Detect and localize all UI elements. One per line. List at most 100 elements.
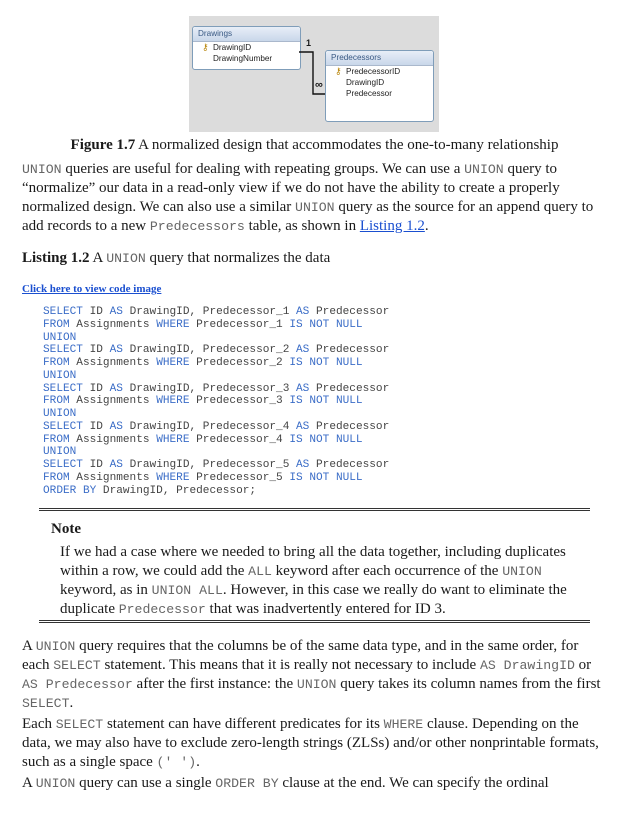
code-text: ID bbox=[82, 306, 110, 318]
primary-key-icon: ⚷ bbox=[335, 66, 342, 76]
table-field: DrawingID bbox=[326, 77, 433, 88]
code-keyword: SELECT bbox=[43, 382, 83, 395]
inline-code: UNION ALL bbox=[151, 583, 223, 598]
caption-text: A normalized design that accommodates th… bbox=[135, 137, 559, 153]
text: A bbox=[22, 638, 36, 654]
note-title: Note bbox=[51, 521, 81, 537]
code-text: ID bbox=[82, 420, 110, 433]
field-label: DrawingID bbox=[346, 78, 385, 87]
text: keyword after each occurrence of the bbox=[271, 563, 503, 579]
table-field: ⚷DrawingID bbox=[193, 42, 300, 53]
code-keyword: FROM bbox=[43, 357, 70, 369]
code-line: UNION bbox=[43, 332, 389, 345]
code-line: SELECT ID AS DrawingID, Predecessor_2 AS… bbox=[43, 344, 389, 357]
view-code-image-link[interactable]: Click here to view code image bbox=[22, 283, 162, 295]
inline-code: UNION bbox=[295, 200, 335, 215]
text: query can use a single bbox=[75, 775, 216, 791]
inline-code: UNION bbox=[35, 776, 76, 791]
inline-code: UNION bbox=[35, 639, 76, 654]
code-keyword: IS NOT NULL bbox=[289, 318, 363, 331]
code-keyword: FROM bbox=[43, 395, 70, 408]
code-keyword: FROM bbox=[43, 471, 70, 484]
code-keyword: WHERE bbox=[156, 395, 190, 408]
code-text: Predecessor bbox=[309, 306, 390, 318]
text: If we had a case where we needed to brin… bbox=[60, 544, 566, 579]
code-keyword: AS bbox=[296, 382, 310, 395]
code-keyword: AS bbox=[109, 306, 123, 318]
listing-heading: Listing 1.2 A UNION query that normalize… bbox=[22, 250, 330, 267]
text: keyword, as in bbox=[60, 582, 152, 598]
text: statement can have different predicates … bbox=[103, 716, 384, 732]
code-keyword: SELECT bbox=[43, 344, 83, 357]
code-line: FROM Assignments WHERE Predecessor_5 IS … bbox=[43, 472, 389, 485]
code-text: Predecessor bbox=[309, 382, 390, 395]
table-field: ⚷ PredecessorID bbox=[326, 66, 433, 77]
text: clause at the end. We can specify the or… bbox=[278, 775, 549, 791]
code-text: Predecessor_2 bbox=[189, 357, 290, 369]
code-text: DrawingID, Predecessor_5 bbox=[122, 459, 297, 471]
code-text: Predecessor_4 bbox=[189, 433, 290, 446]
inline-code: (' ') bbox=[156, 755, 197, 770]
text: A bbox=[22, 775, 36, 791]
paragraph-select-predicates: Each SELECT statement can have different… bbox=[22, 715, 607, 772]
text: that was inadvertently entered for ID 3. bbox=[205, 601, 446, 617]
code-text: DrawingID, Predecessor_2 bbox=[122, 344, 297, 357]
table-field: Predecessor bbox=[326, 88, 433, 99]
text: query to “normalize” our data in a read-… bbox=[22, 161, 560, 215]
inline-code: AS Predecessor bbox=[22, 677, 133, 692]
code-text: DrawingID, Predecessor_1 bbox=[122, 306, 297, 318]
code-keyword: AS bbox=[296, 420, 310, 433]
table-title: Drawings bbox=[193, 27, 300, 42]
code-keyword: UNION bbox=[43, 331, 77, 344]
code-text: Assignments bbox=[69, 395, 157, 408]
caption-label: Figure 1.7 bbox=[70, 137, 136, 153]
text: Each bbox=[22, 716, 56, 732]
inline-code: UNION bbox=[22, 162, 62, 177]
code-keyword: WHERE bbox=[156, 433, 190, 446]
code-keyword: IS NOT NULL bbox=[289, 357, 363, 369]
inline-code: Predecessor bbox=[118, 602, 206, 617]
code-keyword: UNION bbox=[43, 446, 77, 459]
field-label: PredecessorID bbox=[346, 67, 401, 76]
code-text: Predecessor bbox=[309, 420, 390, 433]
code-text: DrawingID, Predecessor_3 bbox=[122, 382, 297, 395]
text: or bbox=[574, 657, 592, 673]
inline-code: UNION bbox=[296, 677, 337, 692]
code-keyword: IS NOT NULL bbox=[289, 433, 363, 446]
code-keyword: SELECT bbox=[43, 459, 83, 471]
code-keyword: AS bbox=[109, 344, 123, 357]
inline-code: AS DrawingID bbox=[479, 658, 575, 673]
code-text: Predecessor_5 bbox=[189, 471, 290, 484]
code-text: ID bbox=[82, 382, 110, 395]
one-side-label: 1 bbox=[306, 38, 312, 48]
code-line: UNION bbox=[43, 370, 389, 383]
code-line: SELECT ID AS DrawingID, Predecessor_4 AS… bbox=[43, 421, 389, 434]
code-text: ID bbox=[82, 459, 110, 471]
text: . bbox=[424, 218, 429, 234]
inline-code: Predecessors bbox=[149, 219, 245, 234]
code-text: Predecessor bbox=[309, 344, 390, 357]
table-field: DrawingNumber bbox=[193, 53, 300, 64]
figure-caption: Figure 1.7 A normalized design that acco… bbox=[0, 137, 629, 154]
code-text: Assignments bbox=[69, 318, 157, 331]
code-text: Predecessor_1 bbox=[189, 318, 290, 331]
code-keyword: WHERE bbox=[156, 471, 190, 484]
code-line: FROM Assignments WHERE Predecessor_2 IS … bbox=[43, 357, 389, 370]
code-keyword: SELECT bbox=[43, 306, 83, 318]
code-keyword: IS NOT NULL bbox=[289, 471, 363, 484]
relationship-line bbox=[299, 51, 325, 95]
code-keyword: WHERE bbox=[156, 357, 190, 369]
inline-code: UNION bbox=[464, 162, 504, 177]
code-keyword: WHERE bbox=[156, 318, 190, 331]
figure-diagram: Drawings ⚷DrawingID DrawingNumber Predec… bbox=[189, 16, 439, 132]
code-keyword: AS bbox=[109, 382, 123, 395]
code-text: ID bbox=[82, 344, 110, 357]
text: after the first instance: the bbox=[132, 676, 297, 692]
predecessors-table: Predecessors ⚷PredecessorID DrawingID Pr… bbox=[325, 50, 434, 122]
field-label: DrawingID bbox=[213, 43, 252, 52]
code-line: SELECT ID AS DrawingID, Predecessor_1 AS… bbox=[43, 306, 389, 319]
inline-code: SELECT bbox=[22, 696, 70, 711]
listing-link[interactable]: Listing 1.2 bbox=[359, 218, 425, 234]
code-keyword: IS NOT NULL bbox=[289, 395, 363, 408]
inline-code: SELECT bbox=[53, 658, 101, 673]
